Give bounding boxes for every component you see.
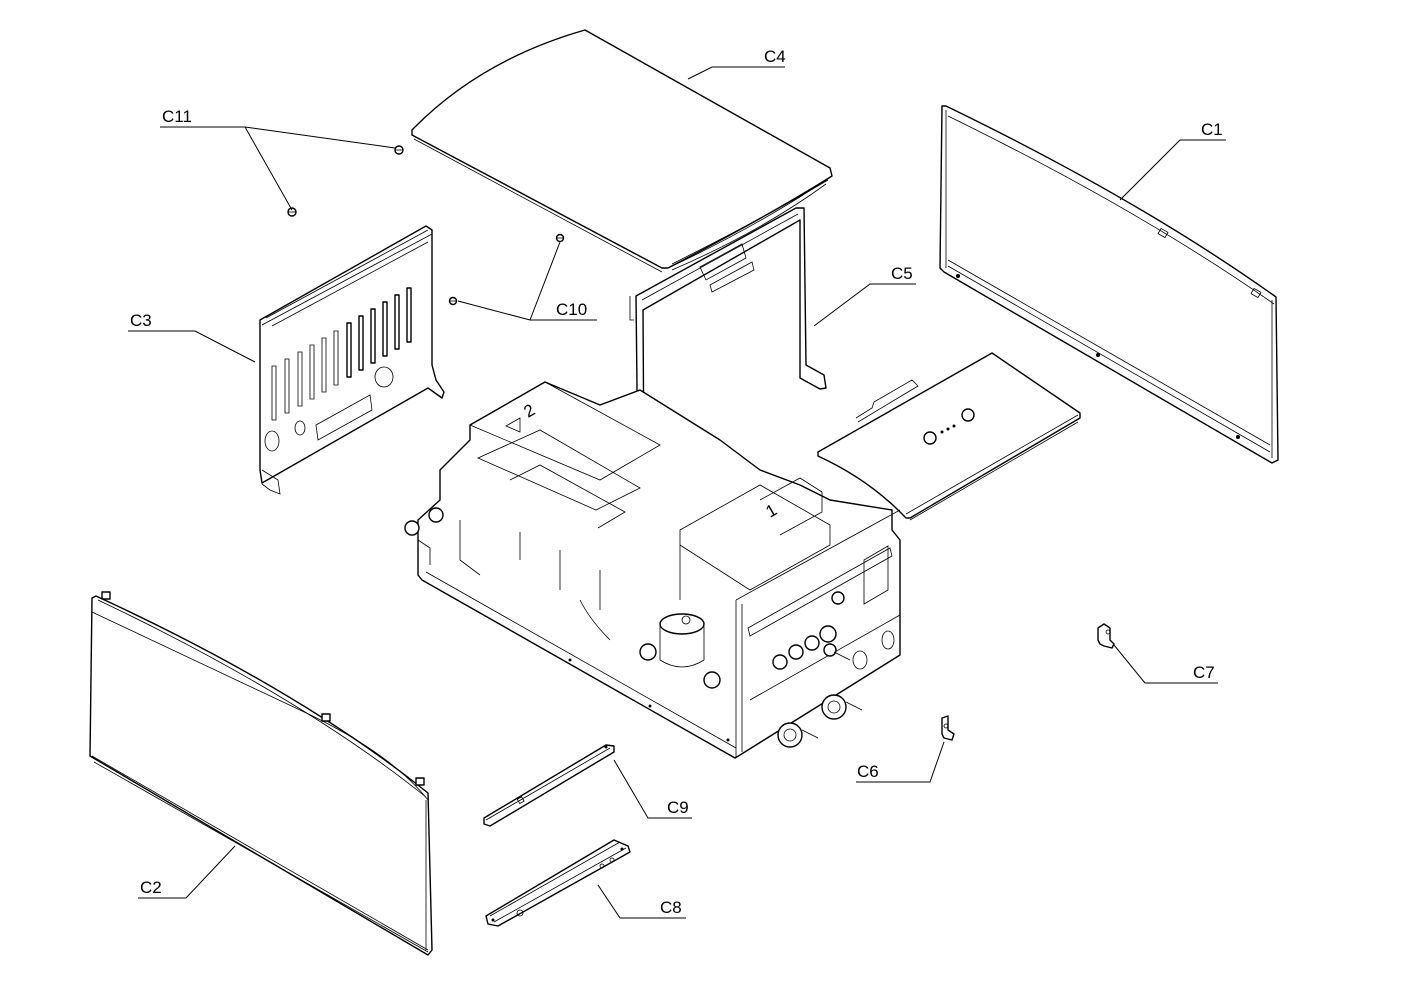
leader-c3 [128,330,256,363]
leader-c10 [457,241,597,321]
callout-c3: C3 [130,311,152,330]
callout-c8: C8 [660,898,682,917]
part-control-panel-lid [817,352,1081,521]
vent-slots [271,287,412,421]
callout-c6: C6 [857,762,879,781]
screw-c10-a [555,233,565,243]
leader-c7 [1113,644,1218,684]
part-c4-top-cover [411,29,833,273]
part-c8-rail [485,839,631,927]
callout-c11: C11 [162,107,192,126]
callout-c5: C5 [891,264,913,283]
part-c1-side-panel [939,105,1279,464]
callout-c9: C9 [667,798,689,817]
part-c9-rail [483,744,615,827]
callout-c10: C10 [556,300,587,319]
screw-c11-b [287,207,297,217]
screw-c11-a [394,145,404,155]
callout-c7: C7 [1193,663,1215,682]
part-c7-bracket [1097,623,1115,649]
leader-c6 [856,741,945,783]
callout-c2: C2 [140,878,162,897]
callout-c4: C4 [764,47,786,66]
leader-c5 [813,283,916,327]
part-c2-front-panel [89,591,433,956]
leader-lines [128,66,1226,919]
callout-c1: C1 [1201,120,1223,139]
part-c3-vented-panel [259,225,445,495]
callout-labels: C4 C11 C1 C3 C10 C5 C7 C6 C9 C8 C2 [130,47,1223,917]
part-main-chassis: 2 1 [404,381,901,759]
leader-c11 [160,126,396,211]
leader-c4 [687,66,785,80]
leader-c8 [597,884,686,919]
leader-c2 [138,845,236,899]
part-c6-clip [941,715,955,741]
screw-c10-b [448,296,458,306]
leader-c1 [1119,139,1226,201]
leader-c9 [613,759,692,819]
